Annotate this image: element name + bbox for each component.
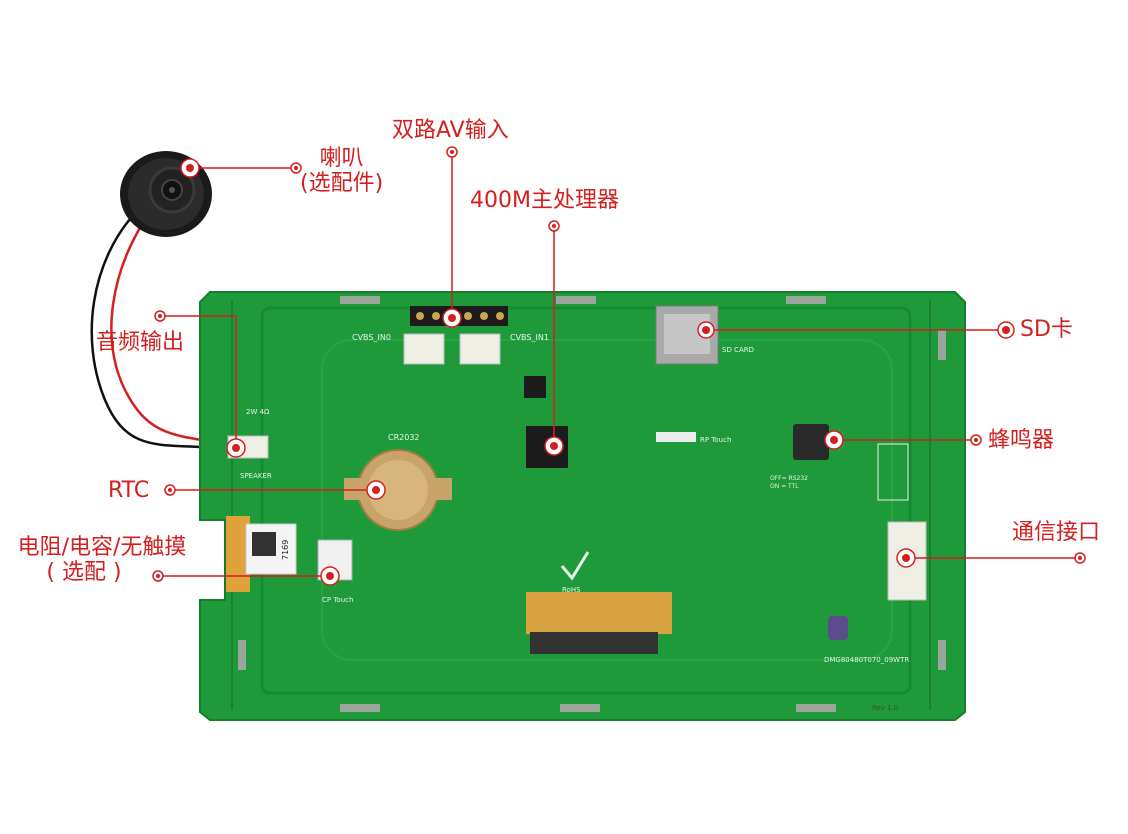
rs232-note-2: ON = TTL — [770, 483, 799, 490]
callout-rtc: RTC — [108, 478, 150, 503]
speaker-wire-black — [90, 209, 231, 452]
callout-comm-port: 通信接口 — [1012, 520, 1101, 545]
callout-audio-output: 音频输出 — [96, 330, 185, 355]
rp-touch-connector — [656, 432, 696, 442]
ic-chip — [524, 376, 546, 398]
callout-processor: 400M主处理器 — [470, 188, 619, 213]
callout-speaker-line1: 喇叭 — [319, 146, 364, 171]
callout-touch-option: 电阻/电容/无触摸 ( 选配 ) — [8, 535, 196, 586]
board-id-silkscreen: DMG80480T070_09WTR — [824, 656, 909, 664]
capacitor — [828, 616, 848, 640]
callout-sd-card: SD卡 — [1020, 317, 1073, 342]
callout-dual-av-input: 双路AV输入 — [392, 118, 509, 143]
cvbs-in1-connector — [459, 333, 501, 365]
callout-speaker-line2: (选配件) — [300, 171, 384, 197]
rs232-note-1: OFF= RS232 — [770, 475, 808, 482]
rtc-battery-holder — [344, 449, 452, 531]
cvbs-in0-connector — [403, 333, 445, 365]
rev-label: Rev 1.0 — [872, 704, 898, 712]
speaker-rating: 2W 4Ω — [246, 408, 270, 416]
leader-lines — [158, 152, 1080, 577]
callout-markers — [152, 146, 1086, 586]
buzzer-component — [793, 424, 829, 460]
cvbs-in1-label: CVBS_IN1 — [510, 333, 549, 342]
qr-number: 7169 — [281, 540, 290, 560]
cp-touch-silkscreen: CP Touch — [322, 596, 353, 604]
sd-card-silkscreen: SD CARD — [722, 346, 754, 354]
rohs-mark: RoHS — [560, 551, 590, 594]
cr2032-silkscreen: CR2032 — [388, 433, 420, 442]
callout-touch-line2: ( 选配 ) — [46, 560, 122, 586]
touch-fpc-area — [226, 516, 353, 592]
callout-buzzer: 蜂鸣器 — [988, 428, 1055, 453]
dip-switch-area — [877, 443, 909, 501]
callout-speaker: 喇叭 (选配件) — [300, 146, 383, 197]
cvbs-in0-label: CVBS_IN0 — [352, 333, 391, 342]
svg-text:RoHS: RoHS — [562, 586, 581, 594]
speaker-silkscreen: SPEAKER — [240, 472, 272, 480]
lcd-fpc-connector — [526, 592, 672, 654]
callout-touch-line1: 电阻/电容/无触摸 — [17, 535, 187, 560]
speaker-wire-red — [110, 211, 233, 447]
rp-touch-silkscreen: RP Touch — [700, 436, 731, 444]
